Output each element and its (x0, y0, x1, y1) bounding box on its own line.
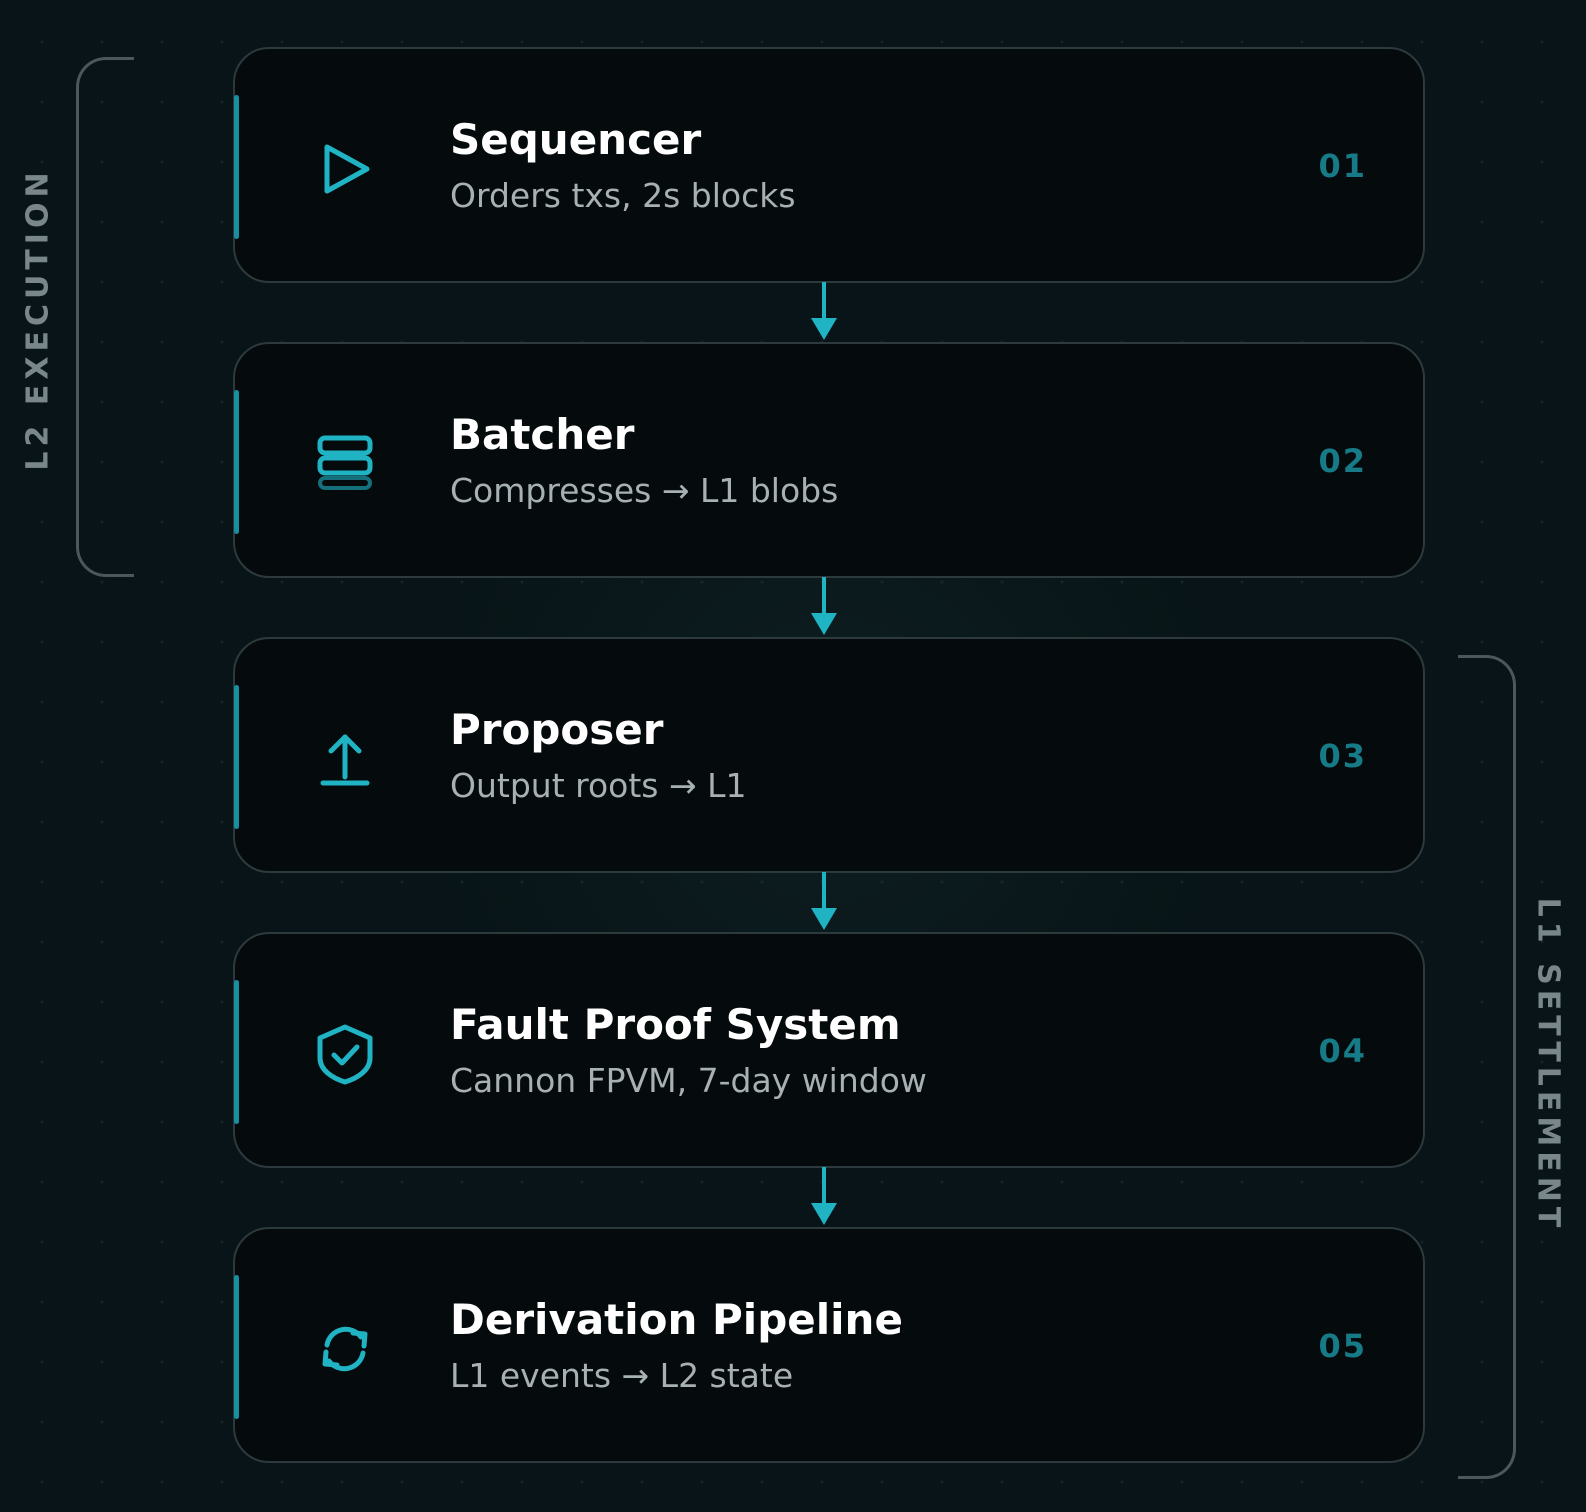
l1-settlement-bracket (1458, 655, 1516, 1479)
step-index: 04 (1318, 1032, 1367, 1070)
step-card-batcher[interactable]: Batcher Compresses → L1 blobs 02 (233, 342, 1425, 578)
step-title: Fault Proof System (450, 1000, 901, 1049)
stack-icon (313, 432, 377, 496)
step-index: 05 (1318, 1327, 1367, 1365)
step-subtitle: Compresses → L1 blobs (450, 471, 839, 510)
step-index: 01 (1318, 147, 1367, 185)
step-card-sequencer[interactable]: Sequencer Orders txs, 2s blocks 01 (233, 47, 1425, 283)
play-icon (313, 137, 377, 201)
step-subtitle: Output roots → L1 (450, 766, 747, 805)
l2-execution-bracket (76, 57, 134, 577)
shield-check-icon (313, 1022, 377, 1086)
step-card-fault-proof-system[interactable]: Fault Proof System Cannon FPVM, 7-day wi… (233, 932, 1425, 1168)
step-title: Batcher (450, 410, 635, 459)
step-title: Derivation Pipeline (450, 1295, 903, 1344)
l1-settlement-label: L1 SETTLEMENT (1530, 897, 1566, 1233)
step-title: Proposer (450, 705, 664, 754)
arrow-down-icon (810, 577, 838, 637)
step-card-derivation-pipeline[interactable]: Derivation Pipeline L1 events → L2 state… (233, 1227, 1425, 1463)
step-card-proposer[interactable]: Proposer Output roots → L1 03 (233, 637, 1425, 873)
arrow-down-icon (810, 872, 838, 932)
arrow-down-icon (810, 1167, 838, 1227)
refresh-icon (313, 1317, 377, 1381)
step-subtitle: L1 events → L2 state (450, 1356, 794, 1395)
upload-icon (313, 727, 377, 791)
step-subtitle: Orders txs, 2s blocks (450, 176, 796, 215)
l2-execution-label: L2 EXECUTION (20, 167, 56, 471)
arrow-down-icon (810, 282, 838, 342)
step-title: Sequencer (450, 115, 702, 164)
step-index: 02 (1318, 442, 1367, 480)
step-subtitle: Cannon FPVM, 7-day window (450, 1061, 927, 1100)
step-index: 03 (1318, 737, 1367, 775)
